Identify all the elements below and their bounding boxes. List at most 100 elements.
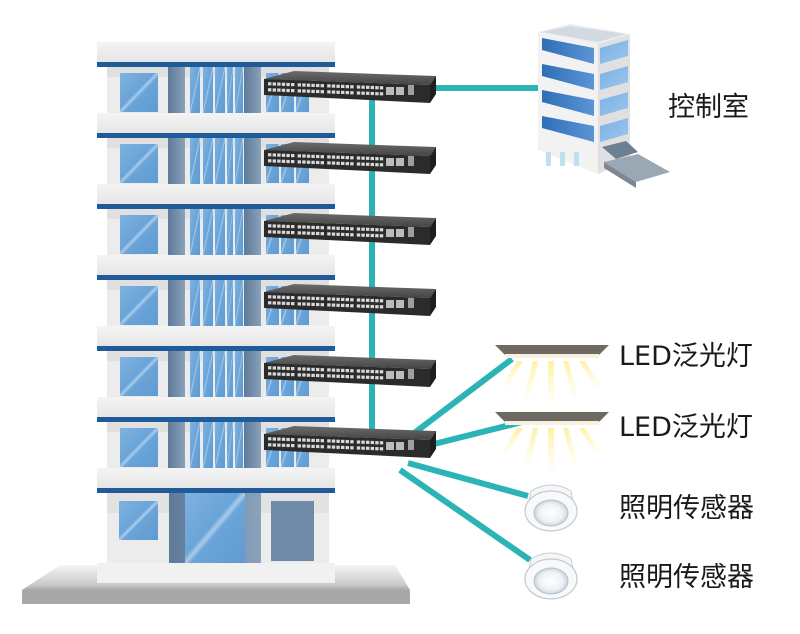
switch-console-port bbox=[408, 440, 414, 450]
switch-port bbox=[281, 437, 286, 441]
control-room-window bbox=[600, 118, 628, 142]
switch-sfp-port bbox=[386, 158, 394, 166]
switch-port bbox=[336, 297, 340, 301]
switch-port bbox=[272, 437, 276, 441]
switch-console-port bbox=[408, 156, 414, 166]
switch-port bbox=[331, 161, 336, 165]
window-pane bbox=[235, 422, 243, 468]
control-room-door bbox=[546, 152, 551, 166]
switch-port bbox=[316, 367, 320, 372]
switch-port bbox=[297, 302, 301, 306]
switch-port bbox=[379, 299, 384, 303]
switch-sfp-port bbox=[386, 442, 394, 450]
floor-slab bbox=[97, 563, 335, 583]
cable-to-sensor bbox=[398, 467, 532, 563]
floor-slab bbox=[97, 326, 335, 346]
switch-port bbox=[375, 92, 379, 96]
switch-port bbox=[320, 90, 324, 94]
window-pane bbox=[190, 422, 200, 468]
switch-port bbox=[272, 366, 276, 370]
switch-side bbox=[430, 76, 436, 103]
switch-port bbox=[356, 304, 361, 308]
switch-port bbox=[320, 368, 324, 372]
switch-port bbox=[311, 302, 315, 306]
switch-port bbox=[327, 368, 331, 372]
pillar bbox=[168, 351, 185, 397]
switch-port bbox=[370, 440, 374, 445]
switch-port bbox=[306, 302, 311, 306]
switch-port bbox=[331, 155, 336, 159]
led-flood-light-icon bbox=[495, 345, 609, 403]
switch-port bbox=[306, 296, 311, 300]
window-pane bbox=[190, 138, 200, 184]
switch-port bbox=[375, 228, 379, 232]
switch-port bbox=[277, 437, 281, 441]
switch-sfp-port bbox=[396, 442, 404, 450]
control-room-window bbox=[600, 40, 628, 64]
switch-port bbox=[356, 85, 361, 89]
switch-port bbox=[361, 369, 365, 373]
switch-port bbox=[341, 90, 345, 94]
switch-side bbox=[430, 218, 436, 245]
switch-port bbox=[297, 367, 301, 371]
switch-port bbox=[277, 230, 281, 234]
switch-port bbox=[320, 439, 324, 443]
control-room-window bbox=[600, 66, 628, 90]
control-room-window bbox=[542, 116, 594, 142]
window-pane bbox=[190, 280, 200, 326]
switch-port bbox=[327, 374, 331, 378]
switch-port bbox=[297, 438, 301, 442]
switch-port bbox=[311, 154, 315, 158]
switch-port bbox=[291, 438, 295, 442]
network-switch-icon bbox=[264, 213, 436, 245]
switch-port bbox=[370, 156, 374, 161]
window bbox=[271, 501, 314, 561]
switch-port bbox=[345, 91, 349, 95]
switch-port bbox=[379, 441, 384, 445]
switch-port bbox=[320, 155, 324, 159]
switch-port bbox=[268, 372, 272, 376]
switch-port bbox=[286, 230, 290, 235]
switch-port bbox=[297, 296, 301, 300]
switch-port bbox=[341, 161, 345, 165]
switch-port bbox=[281, 230, 286, 234]
switch-port bbox=[341, 155, 345, 159]
switch-port bbox=[297, 231, 301, 235]
switch-port bbox=[336, 374, 340, 378]
pillar bbox=[168, 280, 185, 326]
network-switch-icon bbox=[264, 355, 436, 387]
switch-port bbox=[327, 161, 331, 165]
switch-port bbox=[366, 162, 370, 166]
switch-port bbox=[379, 157, 384, 161]
switch-port bbox=[327, 439, 331, 443]
switch-port bbox=[341, 445, 345, 449]
switch-port bbox=[327, 84, 331, 88]
control-room-label: 控制室 bbox=[668, 92, 749, 123]
switch-port bbox=[306, 231, 311, 235]
switch-port bbox=[306, 225, 311, 229]
switch-port bbox=[341, 232, 345, 236]
switch-port bbox=[272, 295, 276, 299]
switch-port bbox=[286, 295, 290, 300]
switch-port bbox=[366, 446, 370, 450]
window bbox=[120, 215, 158, 254]
switch-port bbox=[370, 227, 374, 232]
switch-port bbox=[379, 447, 384, 451]
switch-port bbox=[366, 233, 370, 237]
window-pane bbox=[215, 280, 225, 326]
switch-port bbox=[331, 90, 336, 94]
switch-port bbox=[331, 374, 336, 378]
switch-port bbox=[356, 227, 361, 231]
switch-top bbox=[264, 71, 436, 85]
switch-port bbox=[277, 88, 281, 92]
switch-port bbox=[277, 366, 281, 370]
switch-port bbox=[370, 446, 374, 451]
switch-port bbox=[306, 367, 311, 371]
window-pane bbox=[203, 209, 213, 255]
switch-port bbox=[311, 373, 315, 377]
switch-port bbox=[336, 161, 340, 165]
switch-port bbox=[341, 297, 345, 301]
switch-port bbox=[370, 298, 374, 303]
switch-port bbox=[345, 446, 349, 450]
